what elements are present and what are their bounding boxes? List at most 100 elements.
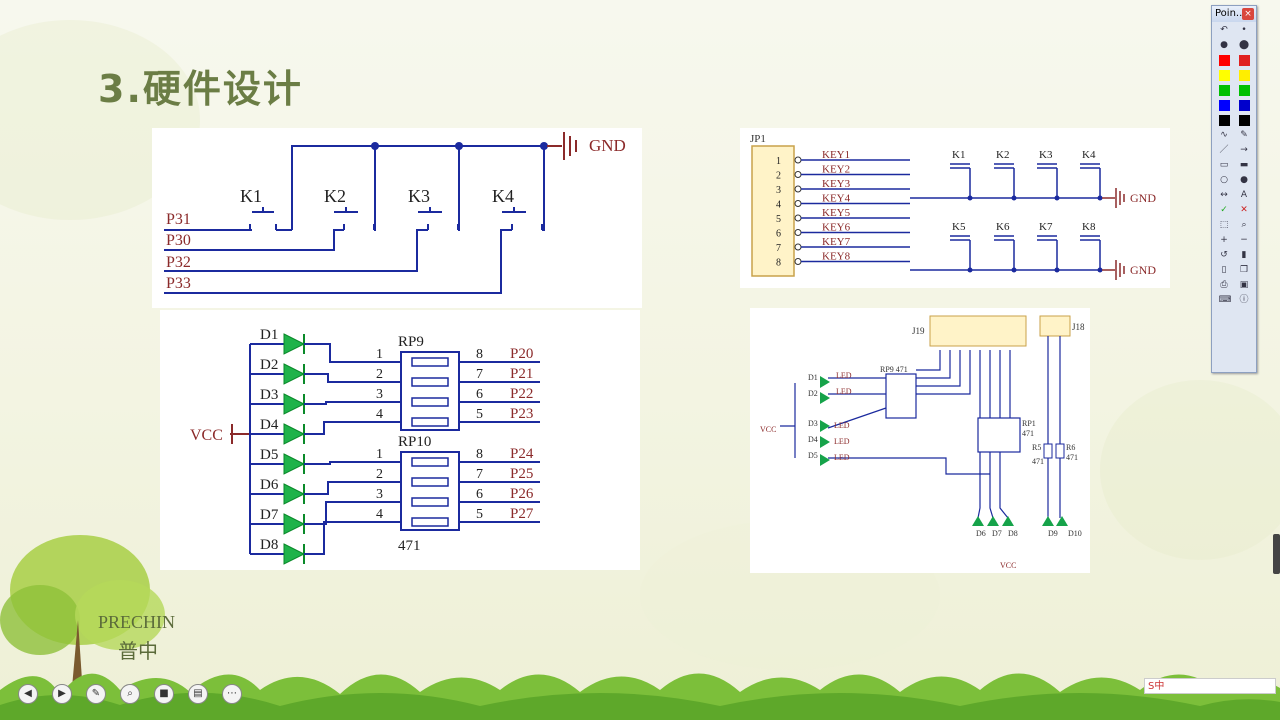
pointer-toolbar-title: Poin... ×: [1212, 6, 1256, 22]
color-swatch[interactable]: [1238, 115, 1250, 126]
color-swatch[interactable]: [1238, 70, 1250, 81]
small-brush-icon[interactable]: ●: [1220, 40, 1228, 50]
pen-icon[interactable]: ✎: [86, 684, 106, 704]
pin-number: 2: [376, 467, 383, 482]
pin-number: 8: [776, 258, 781, 269]
brand-cn: 普中: [118, 639, 158, 663]
trash-icon[interactable]: ▮: [1241, 250, 1247, 260]
pin-number: 2: [776, 171, 781, 182]
pin-number: 5: [476, 407, 483, 422]
led-ref: D10: [1068, 529, 1082, 538]
key-label: K1: [240, 186, 262, 206]
zoom-icon[interactable]: ⌕: [120, 684, 140, 704]
double-arrow-icon[interactable]: ↔: [1220, 190, 1228, 200]
color-swatch[interactable]: [1218, 100, 1230, 111]
brand-logo: PRECHIN 普中: [98, 612, 175, 664]
menu-icon[interactable]: ⋯: [222, 684, 242, 704]
pin-number: 2: [376, 367, 383, 382]
text-icon[interactable]: A: [1240, 190, 1248, 200]
tree-decoration: [0, 535, 165, 710]
select-icon[interactable]: ⬚: [1219, 220, 1229, 230]
key-label: K8: [1082, 221, 1096, 233]
dot-icon[interactable]: •: [1241, 25, 1247, 35]
rp1-value: 471: [1022, 429, 1034, 438]
resistor: [411, 417, 449, 427]
pencil-icon[interactable]: ✎: [1240, 130, 1248, 140]
filled-ellipse-icon[interactable]: ●: [1240, 175, 1248, 185]
copy-icon[interactable]: ❐: [1239, 265, 1249, 275]
resistor: [411, 377, 449, 387]
freehand-icon[interactable]: ∿: [1220, 130, 1228, 140]
filled-rectangle-icon[interactable]: ▬: [1239, 160, 1249, 170]
color-swatch[interactable]: [1218, 70, 1230, 81]
vcc-label: VCC: [190, 427, 223, 444]
led-diode-icon: [283, 513, 306, 535]
key-circuit-schematic: GND K1 K2 K3 K4 P31 P30 P32 P33: [164, 132, 626, 294]
color-swatch[interactable]: [1218, 55, 1230, 66]
led-diode-icon: [283, 393, 306, 415]
close-button[interactable]: ×: [1242, 8, 1254, 20]
prev-icon[interactable]: ◀: [18, 684, 38, 704]
print-icon[interactable]: ⎙: [1220, 280, 1228, 290]
led-diode-icon: [283, 363, 306, 385]
ime-toolbar[interactable]: S中: [1144, 678, 1276, 694]
plus-icon[interactable]: +: [1220, 235, 1228, 245]
color-swatch[interactable]: [1238, 85, 1250, 96]
matrix-key-schematic: JP1 1KEY12KEY23KEY34KEY45KEY56KEY67KEY78…: [750, 133, 1156, 280]
pin-number: 8: [476, 447, 483, 462]
gnd-label: GND: [589, 136, 626, 155]
new-page-icon[interactable]: ▯: [1221, 265, 1227, 275]
color-swatch[interactable]: [1238, 55, 1250, 66]
r6-value: 471: [1066, 453, 1078, 462]
led-tag: LED: [836, 371, 852, 380]
save-icon[interactable]: ▣: [1239, 280, 1249, 290]
slides-icon[interactable]: ▤: [188, 684, 208, 704]
undo-icon[interactable]: ↶: [1220, 25, 1228, 35]
color-swatch[interactable]: [1218, 115, 1230, 126]
pin-number: 7: [476, 367, 483, 382]
play-icon[interactable]: ▶: [52, 684, 72, 704]
large-brush-icon[interactable]: ⬤: [1238, 40, 1250, 50]
rotate-icon[interactable]: ↺: [1220, 250, 1228, 260]
minus-icon[interactable]: −: [1240, 235, 1248, 245]
led-ref: D5: [260, 447, 278, 463]
port-label: P26: [510, 486, 534, 502]
grass-decoration: [0, 673, 1280, 720]
led-tag: LED: [834, 421, 850, 430]
pin-number: 3: [376, 487, 383, 502]
led-ref: D3: [260, 387, 278, 403]
ellipse-icon[interactable]: ○: [1220, 175, 1228, 185]
port-label: P22: [510, 386, 533, 402]
line-icon[interactable]: ／: [1219, 145, 1229, 155]
info-icon[interactable]: ⓘ: [1239, 295, 1249, 305]
camera-icon[interactable]: ■: [154, 684, 174, 704]
pin-number: 1: [776, 156, 781, 167]
rp-bottom-label: RP10: [398, 434, 431, 450]
led-ref: D1: [260, 327, 278, 343]
led-ref: D2: [260, 357, 278, 373]
vcc-label: VCC: [1000, 561, 1016, 570]
scrollbar-handle[interactable]: [1273, 534, 1280, 574]
pin-number: 6: [776, 229, 781, 240]
port-label: P32: [166, 254, 191, 271]
led-ref: D4: [260, 417, 279, 433]
magnifier-icon[interactable]: ⌕: [1241, 220, 1247, 230]
pointer-toolbar-title-text: Poin...: [1215, 8, 1246, 19]
check-icon[interactable]: ✓: [1220, 205, 1228, 215]
led-diode-icon: [283, 453, 306, 475]
player-controls: ◀ ▶ ✎ ⌕ ■ ▤ ⋯: [18, 684, 242, 704]
color-swatch[interactable]: [1218, 85, 1230, 96]
keyboard-icon[interactable]: ⌨: [1218, 295, 1232, 305]
rp-value-label: 471: [398, 538, 421, 554]
resistor: [411, 517, 449, 527]
net-label: KEY8: [822, 251, 851, 263]
port-label: P25: [510, 466, 533, 482]
cross-icon[interactable]: ✕: [1240, 205, 1248, 215]
color-swatch[interactable]: [1238, 100, 1250, 111]
key-label: K4: [1082, 149, 1096, 161]
led-tag: LED: [836, 387, 852, 396]
arrow-icon[interactable]: →: [1240, 145, 1248, 155]
rectangle-icon[interactable]: ▭: [1219, 160, 1229, 170]
